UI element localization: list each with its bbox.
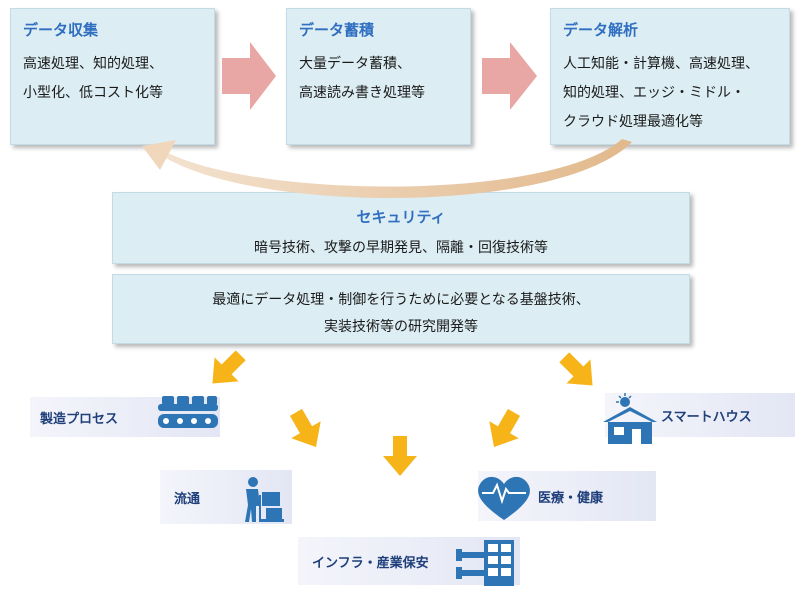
stage-data-storage: データ蓄積 大量データ蓄積、 高速読み書き処理等 <box>286 8 471 145</box>
field-label: 製造プロセス <box>40 411 119 427</box>
stage-title: データ蓄積 <box>299 21 375 39</box>
field-label: 流通 <box>174 491 201 507</box>
flow-arrow-right-icon <box>222 42 276 110</box>
foundation-box: 最適にデータ処理・制御を行うために必要となる基盤技術、 実装技術等の研究開発等 <box>112 274 690 344</box>
stage-title: データ収集 <box>23 21 99 39</box>
feedback-curve-arrow-icon <box>164 139 632 199</box>
delivery-worker-icon <box>245 477 284 522</box>
down-arrow-icon <box>489 408 521 448</box>
stage-line: 人工知能・計算機、高速処理、 <box>563 56 759 72</box>
stage-line: 小型化、低コスト化等 <box>23 85 163 101</box>
down-arrow-icon <box>559 352 593 386</box>
stage-line: 大量データ蓄積、 <box>299 56 411 72</box>
feedback-arrowhead-icon <box>142 140 176 170</box>
stage-line: クラウド処理最適化等 <box>563 114 703 130</box>
flow-arrow-right-icon <box>482 42 537 110</box>
foundation-line: 実装技術等の研究開発等 <box>324 319 478 335</box>
heart-pulse-icon <box>478 476 530 520</box>
down-arrow-icon <box>383 436 417 476</box>
security-text: 暗号技術、攻撃の早期発見、隔離・回復技術等 <box>254 240 548 256</box>
down-arrow-icon <box>212 350 246 384</box>
stage-line: 高速処理、知的処理、 <box>23 56 163 72</box>
pipes-icon <box>456 540 514 586</box>
house-icon <box>603 393 657 444</box>
field-infrastructure: インフラ・産業保安 <box>298 537 520 585</box>
stage-title: データ解析 <box>563 21 639 39</box>
security-title: セキュリティ <box>356 208 446 226</box>
security-box: セキュリティ 暗号技術、攻撃の早期発見、隔離・回復技術等 <box>112 192 690 264</box>
stage-data-analysis: データ解析 人工知能・計算機、高速処理、 知的処理、エッジ・ミドル・ クラウド処… <box>550 8 790 145</box>
conveyor-icon <box>158 396 218 428</box>
down-arrow-icon <box>289 408 321 448</box>
stage-data-collection: データ収集 高速処理、知的処理、 小型化、低コスト化等 <box>10 8 215 145</box>
field-label: 医療・健康 <box>538 490 604 506</box>
field-label: スマートハウス <box>661 409 752 425</box>
foundation-line: 最適にデータ処理・制御を行うために必要となる基盤技術、 <box>212 292 590 308</box>
field-label: インフラ・産業保安 <box>312 555 429 571</box>
stage-line: 高速読み書き処理等 <box>299 85 425 101</box>
stage-line: 知的処理、エッジ・ミドル・ <box>563 85 745 101</box>
